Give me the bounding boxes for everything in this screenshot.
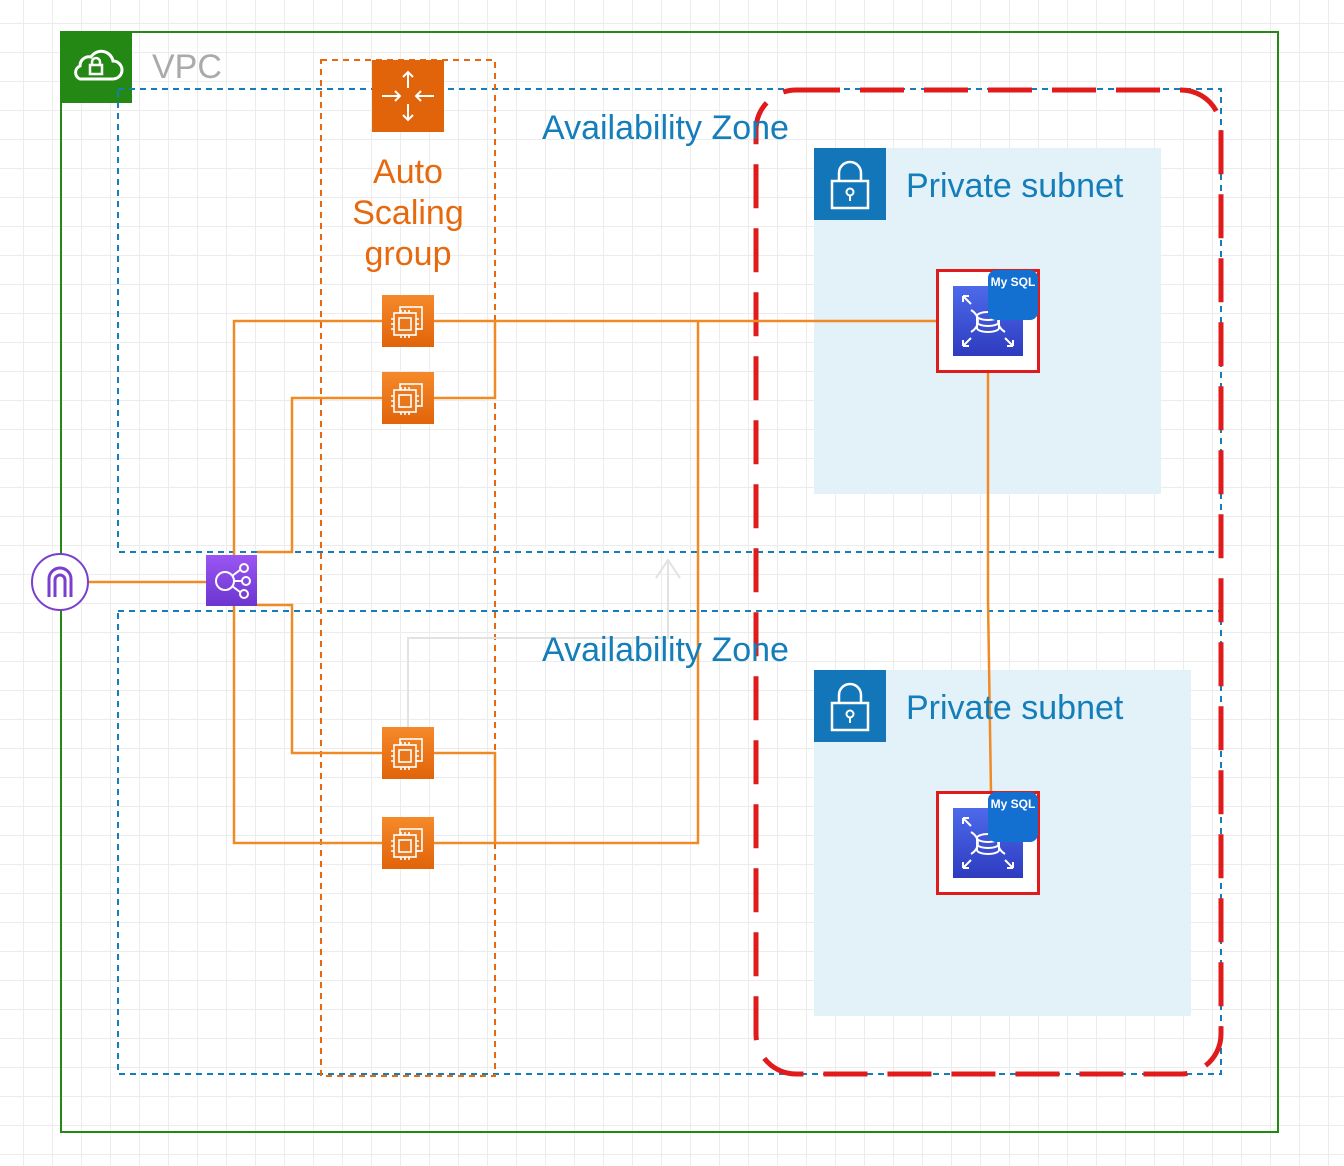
ec2-instance-4[interactable] [382, 817, 434, 869]
cloud-lock-icon [74, 49, 124, 81]
asg-label-line-2: Scaling [352, 194, 464, 232]
internet-gateway[interactable] [31, 553, 89, 611]
lock-icon [830, 682, 870, 732]
db-replication-line [986, 372, 993, 794]
elb-to-ec2-2-line [257, 396, 382, 554]
mysql-badge-standby: My SQL [988, 792, 1038, 842]
auto-scaling-group-badge [372, 60, 444, 132]
mysql-badge-primary: My SQL [988, 270, 1038, 320]
ec2-instance-icon [391, 828, 423, 860]
auto-scaling-group-label: Auto Scaling group [321, 152, 495, 275]
asg-label-line-1: Auto [373, 153, 443, 191]
ec2-instance-2[interactable] [382, 372, 434, 424]
grey-arrow [407, 558, 681, 728]
ec2-instance-1[interactable] [382, 295, 434, 347]
auto-scaling-group-frame [320, 59, 496, 1077]
elb-to-ec2-4-line [232, 606, 382, 845]
subnet-2-badge [814, 670, 886, 742]
subnet-2-label: Private subnet [906, 689, 1124, 727]
database-highlight-frame [753, 87, 1224, 1077]
vpc-label: VPC [152, 48, 222, 86]
ec2-4-to-bus-line [434, 321, 700, 845]
asg-label-line-3: group [364, 235, 452, 273]
elb-to-ec2-1-line [232, 319, 382, 555]
ec2-instance-icon [391, 306, 423, 338]
availability-zone-1-label: Availability Zone [542, 109, 789, 147]
availability-zone-1-frame [117, 88, 1222, 553]
ec2-instance-icon [391, 383, 423, 415]
vpc-badge [60, 31, 132, 103]
ec2-3-line [434, 751, 497, 843]
auto-scaling-icon [382, 70, 434, 122]
internet-gateway-icon [47, 566, 73, 597]
load-balancer-icon [215, 563, 251, 599]
ec2-instance-icon [391, 738, 423, 770]
ec2-instance-3[interactable] [382, 727, 434, 779]
elb-to-ec2-3-line [257, 603, 382, 755]
subnet-1-label: Private subnet [906, 167, 1124, 205]
availability-zone-2-label: Availability Zone [542, 631, 789, 669]
subnet-1-badge [814, 148, 886, 220]
lock-icon [830, 160, 870, 210]
load-balancer[interactable] [206, 555, 257, 606]
ec2-2-to-bus-line [434, 321, 497, 400]
